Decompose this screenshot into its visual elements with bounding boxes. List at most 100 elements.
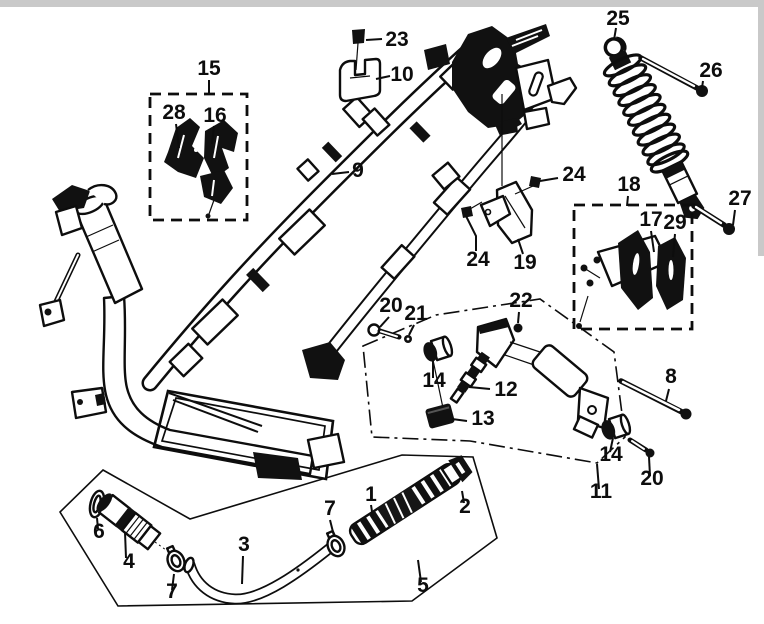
part-label-14-right: 14 [599,443,623,466]
part-25-rear-shock [602,36,705,220]
part-label-9: 9 [352,159,364,182]
frame-rear-bracket-cluster [424,24,578,135]
part-label-20-right: 20 [640,467,663,490]
part-11-engine-hanger [475,317,610,439]
part-8-bolt [618,378,692,420]
leader-28 [175,123,180,149]
part-5-region-outline [58,454,498,607]
leader-10 [375,75,391,80]
frame-backbone-tube [141,43,477,392]
part-label-6: 6 [93,520,105,543]
leader-25 [613,27,617,41]
part-label-24-upper: 24 [562,163,586,186]
leader-13 [451,418,468,422]
part-4-pipe-joint [96,493,162,551]
part-label-29: 29 [663,211,686,234]
part-24-bolt-lower [461,201,483,218]
part-26-bolt [638,55,708,97]
leader-11 [596,463,600,490]
leader-24-upper [539,177,559,182]
leader-20-right [648,456,651,477]
leader-2 [461,490,465,504]
part-label-11: 11 [590,480,613,503]
frame-rear-lower-tube [302,105,534,380]
part-label-16: 16 [203,104,226,127]
part-group-15-box [148,92,249,222]
part-label-3: 3 [238,533,250,556]
part-20-bolt-right [627,437,655,458]
part-label-7-lower: 7 [166,580,178,603]
leader-lines [96,27,736,591]
part-label-7-upper: 7 [324,497,336,520]
leader-6 [96,517,99,530]
part-label-2: 2 [459,495,471,518]
assembly-axis-line [432,359,444,409]
part-label-8: 8 [665,365,677,388]
part-label-17: 17 [639,208,662,231]
part-20-bolt-left [367,323,402,340]
part-23-bolt [352,29,365,71]
part-14-bushing-right [601,413,632,440]
part-label-25: 25 [606,7,630,30]
leader-19 [517,238,524,255]
leader-17 [650,230,655,253]
part-label-19: 19 [513,251,536,274]
scan-edge-right [758,0,764,256]
part-label-27: 27 [728,187,751,210]
part-19-bracket [479,94,534,245]
part-21-washer [404,335,412,343]
part-label-26: 26 [699,59,722,82]
leader-21 [408,324,415,336]
leader-12 [468,386,491,390]
leader-22 [517,311,520,324]
leader-27 [732,209,736,226]
leader-3 [241,555,244,585]
part-16-bracket [204,120,238,179]
part-3-exhaust-pipe [183,542,336,605]
part-7-clamp-lower [165,544,186,573]
leader-29 [672,233,676,258]
leader-7-upper [329,519,335,537]
leader-7-lower [171,573,175,591]
shock-spring-coils [602,53,690,174]
part-12-bolt-stack [449,351,490,404]
leader-8 [665,388,670,402]
part-label-5: 5 [417,574,429,597]
part-label-1: 1 [365,483,377,506]
part-label-10: 10 [390,63,413,86]
leader-23 [365,38,383,41]
part-label-13: 13 [471,407,494,430]
part-1-flex-pipe [348,455,473,546]
part-27-bolt [691,203,735,235]
part-label-15: 15 [197,57,221,80]
part-13-rubber-cap [425,403,455,429]
leader-18 [626,195,629,207]
frame-floor-section [152,389,346,481]
part-labels: 23 10 15 28 16 9 25 26 24 18 27 17 29 24… [93,7,752,603]
part-label-14-left: 14 [422,369,446,392]
part-14-bushing-left [423,335,454,362]
part-10-bracket [338,57,382,103]
leader-16 [211,125,215,145]
part-label-21: 21 [404,302,428,325]
leader-24-lower [465,215,477,251]
leader-1 [370,504,374,519]
part-label-4: 4 [123,550,135,573]
part-label-23: 23 [385,28,408,51]
leader-9 [331,171,350,175]
part-label-12: 12 [494,378,517,401]
leader-20-left [379,316,390,328]
frame-down-tube [102,294,315,476]
leader-26 [701,80,704,89]
part-7-clamp-upper [325,529,346,558]
part-label-20-left: 20 [379,294,402,317]
part-label-28: 28 [162,101,186,124]
part-label-18: 18 [617,173,641,196]
part-label-24-lower: 24 [466,248,490,271]
scan-edge-top [0,0,764,7]
part-group-18-box [572,203,694,331]
part-label-22: 22 [509,289,532,312]
part-11-region-outline [362,298,626,464]
